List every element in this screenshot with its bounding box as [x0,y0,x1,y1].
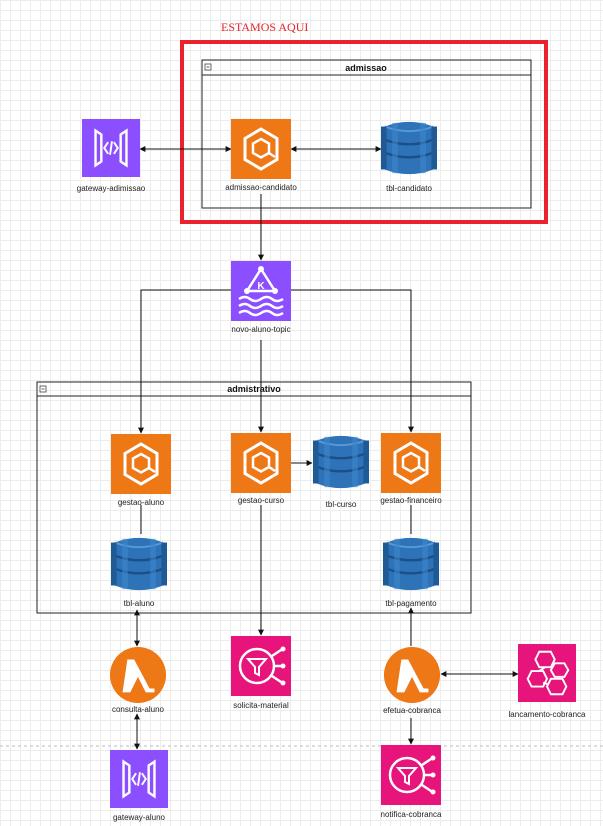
dynamodb-table-icon [381,120,437,176]
ecs-container-icon [231,433,291,493]
sns-topic-icon [231,636,291,696]
dynamodb-table-icon [111,536,167,592]
svg-text:gestao-aluno: gestao-aluno [118,498,165,507]
ecs-container-icon [231,119,291,179]
svg-text:tbl-candidato: tbl-candidato [386,184,432,193]
node-lancamento-cobranca[interactable]: lancamento-cobranca [509,644,586,719]
kafka-topic-icon [231,261,291,321]
node-gestao-curso[interactable]: gestao-curso [231,433,291,505]
node-consulta-aluno[interactable]: consulta-aluno [109,646,167,714]
edge-topic-gestao-aluno [138,289,231,434]
node-notifica-cobranca[interactable]: notifica-cobranca [381,745,442,819]
svg-text:gestao-curso: gestao-curso [238,496,285,505]
connectors [134,146,519,750]
svg-text:consulta-aluno: consulta-aluno [112,705,165,714]
node-tbl-pagamento[interactable]: tbl-pagamento [383,536,439,608]
node-tbl-aluno[interactable]: tbl-aluno [111,536,167,608]
api-gateway-icon [82,119,140,177]
group-admissao: admissao [201,59,532,209]
svg-text:tbl-aluno: tbl-aluno [124,599,155,608]
node-tbl-candidato[interactable]: tbl-candidato [381,120,437,193]
dynamodb-table-icon [313,434,369,490]
node-gestao-aluno[interactable]: gestao-aluno [111,434,171,507]
group-title-administrativo: admistrativo [227,384,281,394]
lambda-icon [109,646,167,704]
svg-text:admissao-candidato: admissao-candidato [225,183,297,192]
svg-text:efetua-cobranca: efetua-cobranca [383,706,441,715]
node-novo-aluno-topic[interactable]: novo-aluno-topic [231,261,291,334]
ecs-container-icon [111,434,171,494]
node-gateway-admissao[interactable]: gateway-adimissao [77,119,146,193]
node-solicita-material[interactable]: solicita-material [231,636,291,710]
node-gateway-aluno[interactable]: gateway-aluno [110,750,168,822]
ecs-container-icon [381,433,441,493]
node-tbl-curso[interactable]: tbl-curso [313,434,369,509]
dynamodb-table-icon [383,536,439,592]
svg-text:gateway-aluno: gateway-aluno [113,813,166,822]
svg-text:gestao-financeiro: gestao-financeiro [380,496,442,505]
svg-text:gateway-adimissao: gateway-adimissao [77,184,146,193]
lambda-icon [383,646,441,704]
node-efetua-cobranca[interactable]: efetua-cobranca [383,646,441,715]
group-administrativo: admistrativo [36,381,472,614]
svg-text:solicita-material: solicita-material [233,701,289,710]
highlight-box [180,40,548,224]
node-gestao-financeiro[interactable]: gestao-financeiro [380,433,442,505]
sns-topic-icon [381,745,441,805]
edge-topic-gestao-financeiro [291,289,414,433]
svg-text:tbl-pagamento: tbl-pagamento [385,599,437,608]
svg-text:tbl-curso: tbl-curso [326,500,357,509]
eventbridge-icon [518,644,576,702]
group-title-admissao: admissao [345,63,387,73]
node-admissao-candidato[interactable]: admissao-candidato [225,119,297,192]
svg-text:novo-aluno-topic: novo-aluno-topic [231,325,290,334]
api-gateway-icon [110,750,168,808]
svg-text:notifica-cobranca: notifica-cobranca [381,810,442,819]
highlight-label: ESTAMOS AQUI [221,20,308,34]
svg-text:lancamento-cobranca: lancamento-cobranca [509,710,586,719]
